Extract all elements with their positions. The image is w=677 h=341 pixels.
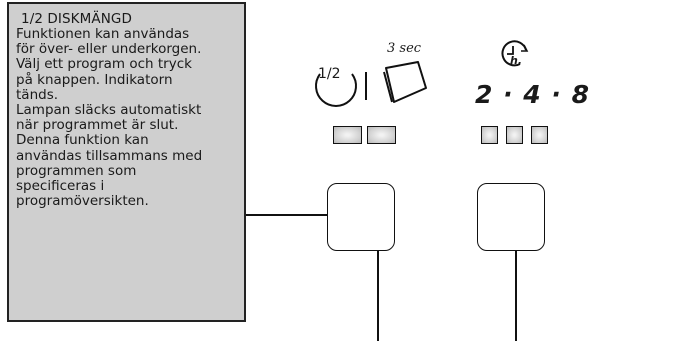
indicator-delay-2h (481, 126, 498, 144)
delay-hours-label: 2 · 4 · 8 (475, 80, 590, 109)
indicator-delay-8h (531, 126, 548, 144)
delay-start-button[interactable] (477, 183, 545, 251)
half-load-label: 1/2 (318, 66, 341, 82)
connector-line-left (246, 214, 328, 216)
info-title: 1/2 DISKMÄNGD (21, 11, 132, 27)
indicator-half-load-lower (367, 126, 396, 144)
connector-line-delay (515, 251, 517, 341)
symbol-divider (365, 72, 367, 100)
connector-line-half-load (377, 251, 379, 341)
clock-unit: h. (510, 54, 523, 67)
duration-label: 3 sec (387, 41, 422, 56)
info-text: Funktionen kan användas för över- eller … (16, 26, 203, 210)
indicator-half-load-upper (333, 126, 362, 144)
half-load-button[interactable] (327, 183, 395, 251)
info-box: 1/2 DISKMÄNGD Funktionen kan användas fö… (7, 2, 246, 322)
indicator-delay-4h (506, 126, 523, 144)
